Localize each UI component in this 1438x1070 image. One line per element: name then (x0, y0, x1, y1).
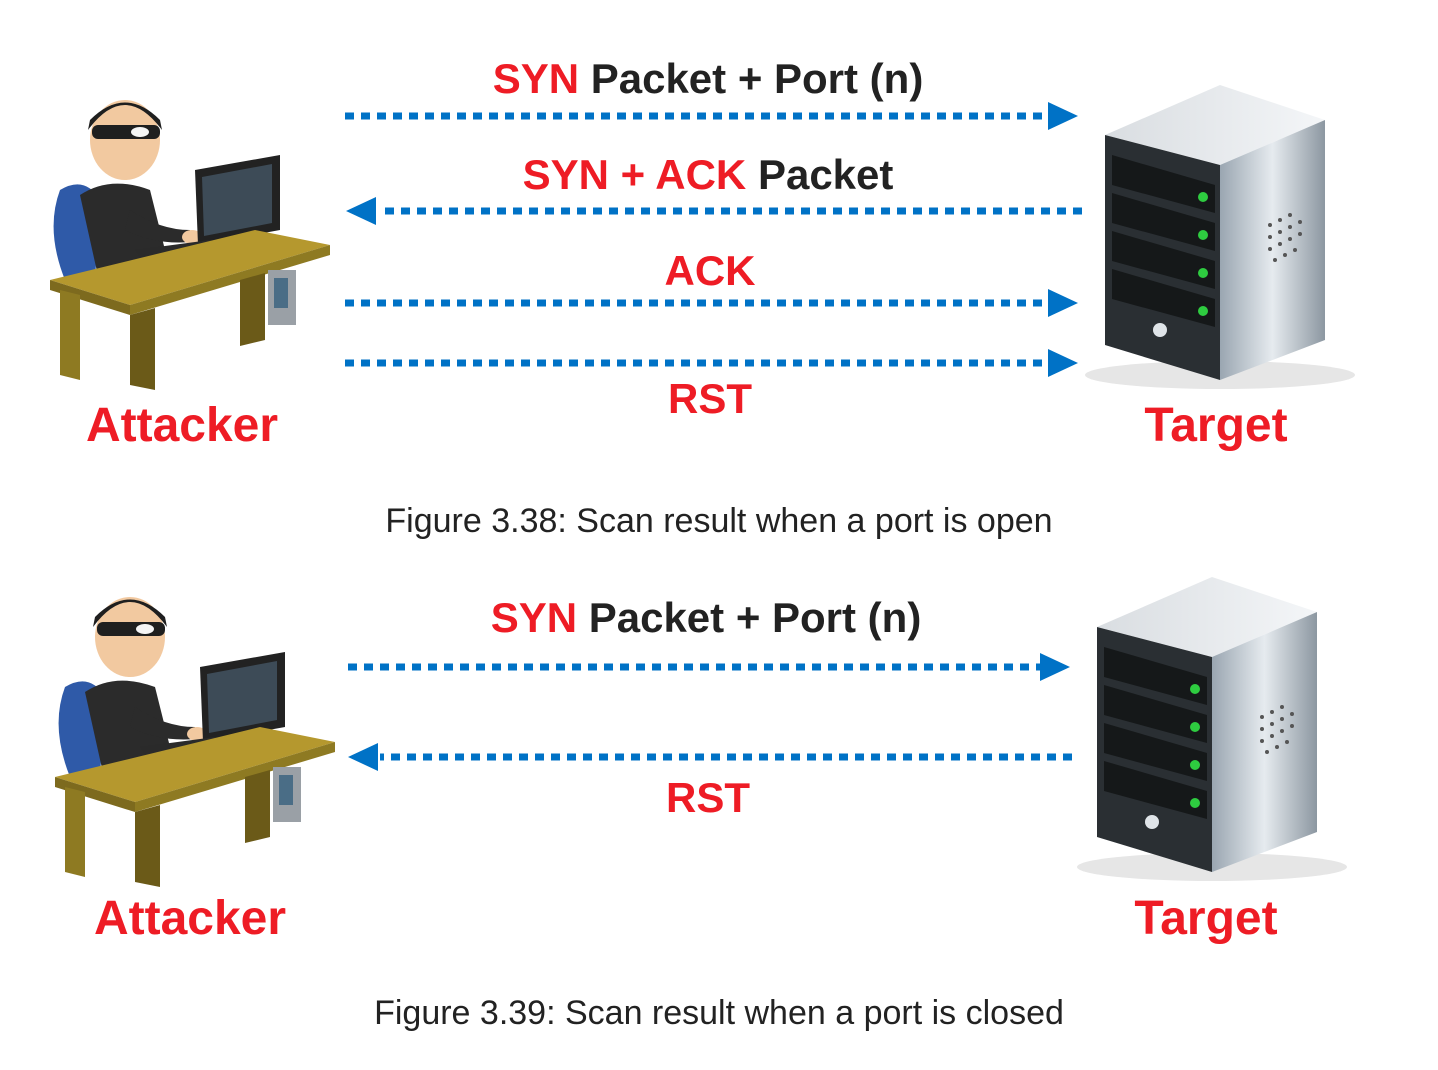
open-arrows (345, 102, 1082, 377)
figure-caption-closed: Figure 3.39: Scan result when a port is … (374, 994, 1064, 1032)
arrow-rst-to-target (345, 349, 1078, 377)
attacker-label: Attacker (93, 892, 287, 945)
arrow-rst-to-attacker (348, 743, 1072, 771)
arrow-syn-to-target (345, 102, 1078, 130)
arrow-ack-to-target (345, 289, 1078, 317)
message-syn-packet: SYN Packet + Port (n) (492, 55, 924, 102)
message-rst: RST (666, 774, 750, 821)
attacker-hacker-icon (50, 100, 330, 390)
arrow-synack-to-attacker (346, 197, 1082, 225)
arrow-syn-to-target (348, 653, 1070, 681)
target-label: Target (1144, 399, 1288, 452)
open-port-diagram: SYN Packet + Port (n) SYN + ACK Packet A… (0, 0, 1438, 480)
closed-arrows (348, 653, 1072, 771)
target-label: Target (1134, 892, 1278, 945)
closed-port-diagram: SYN Packet + Port (n) RST Attacker Targe… (0, 555, 1438, 975)
target-server-icon (1077, 577, 1347, 881)
message-rst: RST (668, 375, 752, 422)
message-syn-packet: SYN Packet + Port (n) (490, 594, 922, 641)
message-ack: ACK (664, 247, 756, 294)
attacker-label: Attacker (85, 399, 279, 452)
attacker-hacker-icon (55, 597, 335, 887)
message-synack-packet: SYN + ACK Packet (522, 151, 894, 198)
figure-caption-open: Figure 3.38: Scan result when a port is … (385, 502, 1053, 540)
target-server-icon (1085, 85, 1355, 389)
